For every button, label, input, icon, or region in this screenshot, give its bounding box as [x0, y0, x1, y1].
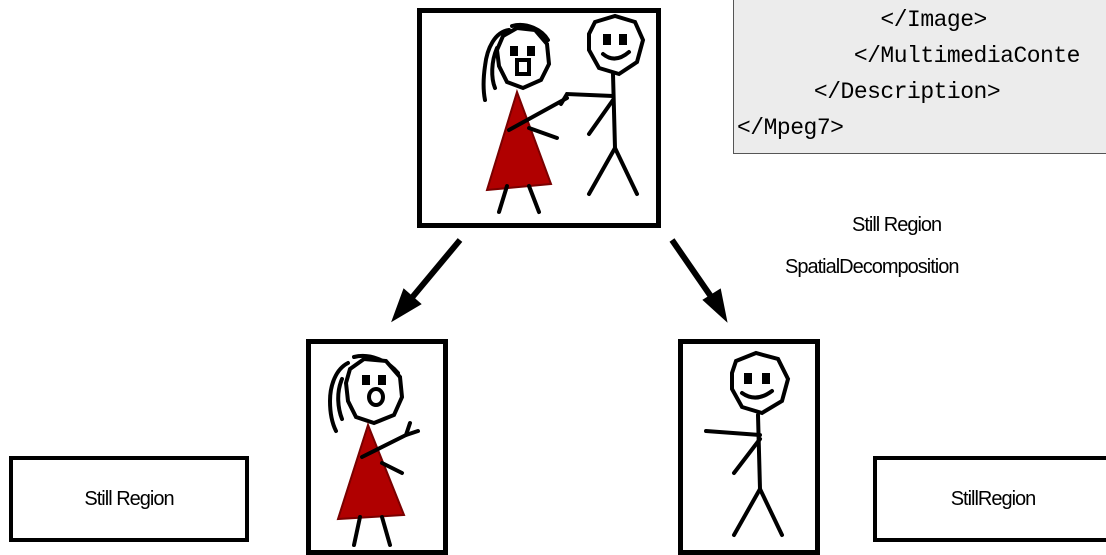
- left-still-region-box: Still Region: [9, 456, 249, 542]
- right-still-region-label: StillRegion: [951, 488, 1036, 511]
- girl-region-drawing: [306, 339, 448, 555]
- boy-region-drawing: [678, 339, 820, 555]
- right-arrow: [672, 240, 726, 320]
- left-arrow: [393, 240, 460, 320]
- left-still-region-label: Still Region: [84, 488, 173, 511]
- right-still-region-box: StillRegion: [873, 456, 1106, 542]
